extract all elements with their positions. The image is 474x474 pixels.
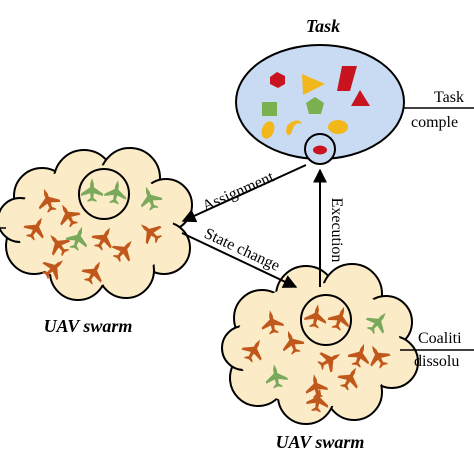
coalition-dissolution-label-2: dissolu	[414, 353, 459, 370]
task-completion-label-2: comple	[411, 114, 458, 131]
bottom-swarm-label: UAV swarm	[276, 432, 365, 452]
task-ellipse-group	[235, 44, 405, 165]
red-parallelogram-task	[337, 66, 357, 91]
yellow-crescent-task	[286, 120, 302, 136]
yellow-oval-task	[261, 121, 275, 139]
left-swarm-fill-2	[17, 165, 173, 285]
yellow-oval-task-2	[328, 120, 348, 134]
assignment-label: Assignment	[200, 168, 277, 215]
green-pentagon-task	[306, 97, 324, 114]
task-completion-label-1: Task	[434, 89, 464, 106]
task-title: Task	[306, 16, 340, 36]
bottom-coalition-circle	[300, 294, 352, 346]
left-coalition-circle	[78, 168, 130, 220]
coalition-dissolution-label-1: Coaliti	[418, 330, 462, 347]
selected-task-red-oval	[313, 145, 327, 155]
assignment-arrow	[181, 164, 307, 223]
red-hexagon-task	[270, 72, 285, 88]
green-square-task	[262, 102, 277, 116]
red-triangle-task	[351, 90, 370, 106]
execution-label: Execution	[328, 198, 345, 263]
state-change-label: State change	[201, 225, 282, 275]
yellow-triangle-task	[302, 74, 325, 95]
state-change-arrow	[181, 232, 298, 288]
left-swarm-label: UAV swarm	[44, 316, 133, 336]
